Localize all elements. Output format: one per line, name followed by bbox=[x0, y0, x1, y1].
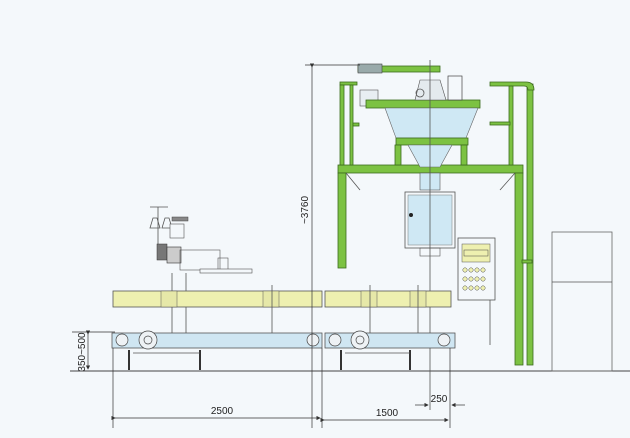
length-2500-label: 2500 bbox=[211, 406, 234, 417]
conveyor-height-dimension-label: 350~500 bbox=[77, 332, 88, 372]
dimension-lines bbox=[72, 63, 465, 428]
height-dimension-label: ~3760 bbox=[300, 196, 311, 225]
bag-clamp bbox=[404, 60, 456, 410]
green-frame bbox=[337, 81, 535, 366]
sewing-machine bbox=[149, 206, 253, 345]
hopper bbox=[384, 107, 479, 139]
electrical-cabinet bbox=[551, 231, 613, 372]
length-1500-label: 1500 bbox=[376, 408, 399, 419]
offset-250-label: 250 bbox=[431, 394, 448, 405]
control-panel bbox=[457, 237, 496, 345]
weighing-unit bbox=[357, 63, 481, 191]
roller-conveyor bbox=[111, 330, 456, 370]
